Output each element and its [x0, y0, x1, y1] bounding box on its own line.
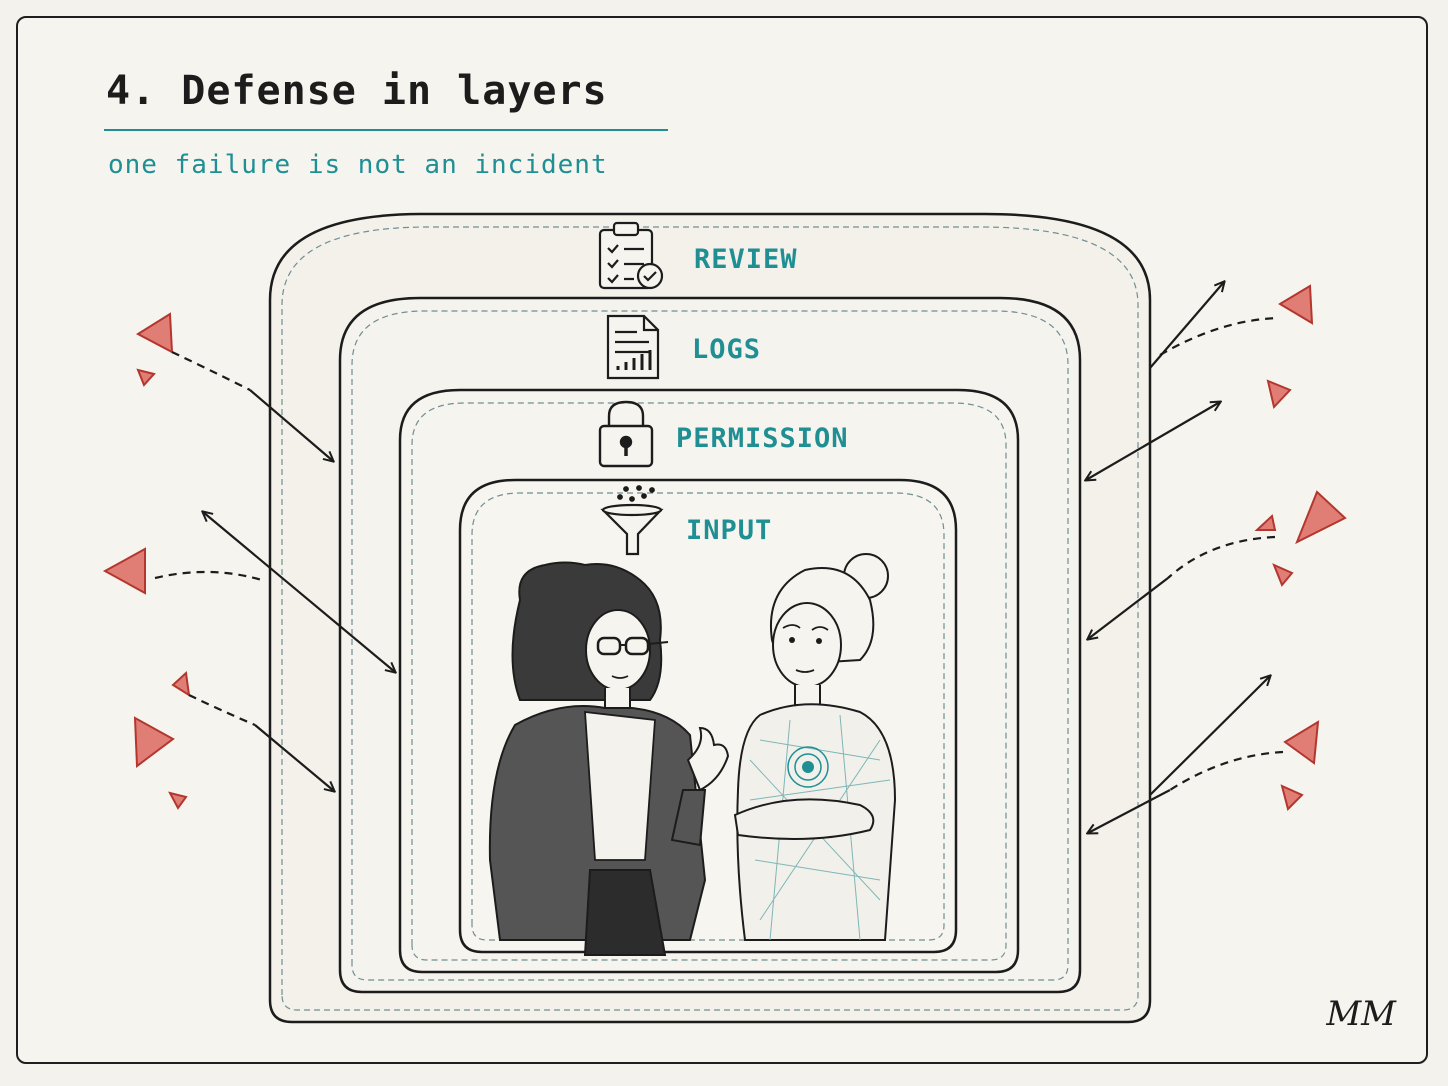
title-underline [104, 129, 668, 131]
layer-label-review: REVIEW [694, 244, 798, 275]
person-left-illustration [488, 561, 730, 956]
page-title: 4. Defense in layers [106, 68, 608, 114]
artist-signature: MM [1326, 994, 1396, 1034]
document-chart-icon [606, 314, 660, 380]
attack-arrows-right [1086, 282, 1284, 833]
layer-label-permission: PERMISSION [676, 423, 849, 454]
layer-label-logs: LOGS [692, 334, 762, 365]
attack-arrows-left [154, 351, 395, 791]
threat-triangles-left [102, 312, 191, 810]
funnel-icon [600, 485, 664, 556]
padlock-icon [598, 400, 654, 468]
clipboard-check-icon [598, 221, 664, 290]
layer-label-input: INPUT [686, 515, 773, 546]
threat-triangles-right [1254, 284, 1347, 811]
page-subtitle: one failure is not an incident [108, 150, 608, 180]
person-right-illustration [733, 553, 897, 941]
